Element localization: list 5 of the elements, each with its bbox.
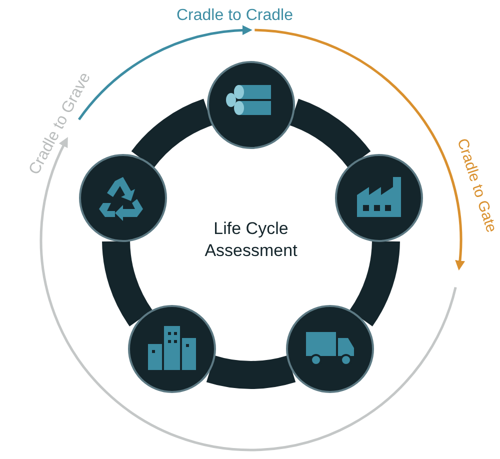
center-title: Life Cycle Assessment bbox=[204, 218, 298, 262]
arc-label: Cradle to Cradle bbox=[176, 7, 293, 25]
arc-label: Cradle to Gate bbox=[454, 136, 500, 234]
ring-segment bbox=[132, 99, 214, 169]
ring-segment bbox=[288, 99, 370, 169]
